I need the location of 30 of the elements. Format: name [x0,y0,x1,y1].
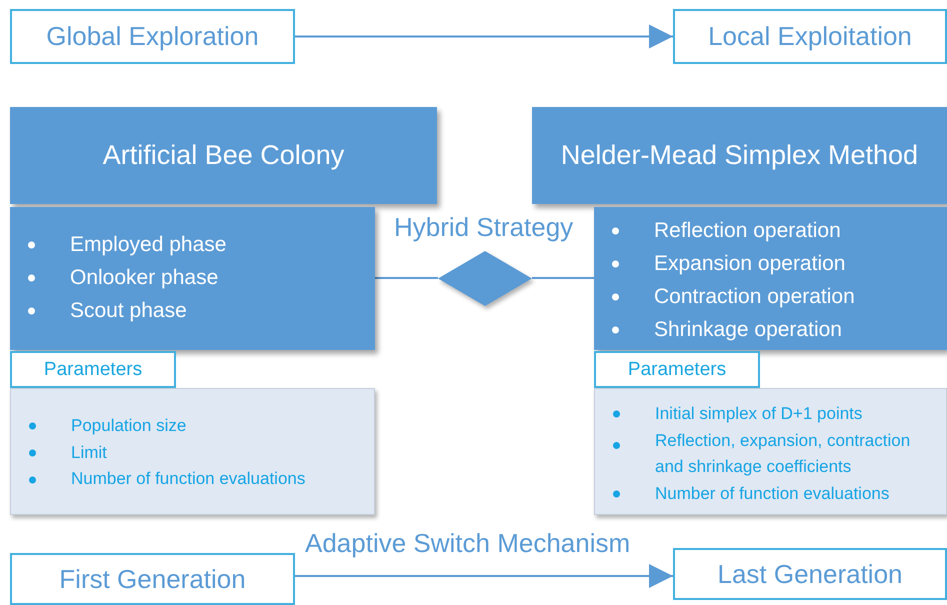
tab-box: Parameters [594,351,760,388]
list-item: Reflection, expansion, contraction and shrinkage coefficients [655,430,910,476]
list-item: Onlooker phase [70,266,218,289]
list-item: Contraction operation [654,284,855,308]
list-item: Number of function evaluations [71,469,306,488]
tab-box: Parameters [10,351,176,388]
list-item: Shrinkage operation [654,318,842,341]
connector-line [375,277,438,279]
arrow [295,24,673,48]
header-box: Artificial Bee Colony [10,107,437,204]
process-box: Local Exploitation [673,9,947,64]
arrow [295,564,673,588]
list-box [10,388,375,515]
list-item: Initial simplex of D+1 points [655,404,862,423]
list-item: Reflection operation [654,219,841,242]
list-item: Employed phase [70,233,226,256]
process-box: Global Exploration [10,9,295,64]
diamond-label: Hybrid Strategy [394,212,574,243]
list-item: Expansion operation [654,252,846,275]
list-item: Scout phase [70,298,187,322]
process-box: First Generation [10,553,295,605]
list-box [594,388,947,515]
list-box [10,207,375,350]
header-box: Nelder-Mead Simplex Method [532,107,947,204]
list-item: Limit [71,442,107,462]
list-item: Number of function evaluations [655,484,890,504]
connector-line [532,277,594,279]
list-item: Population size [71,416,186,435]
process-box: Last Generation [673,548,947,600]
list-box [594,207,947,350]
